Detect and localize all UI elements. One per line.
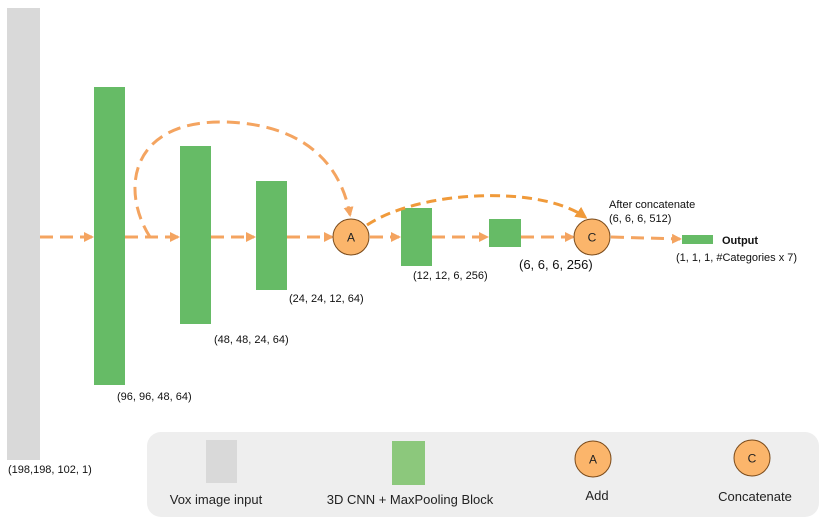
legend: Vox image input 3D CNN + MaxPooling Bloc… [147, 432, 819, 517]
legend-panel [147, 432, 819, 517]
concat-dim-label: (6, 6, 6, 512) [609, 213, 671, 225]
output-block [682, 235, 713, 244]
cnn-block-1 [94, 87, 125, 385]
cnn-block-2 [180, 146, 211, 324]
legend-label-add: Add [585, 488, 608, 503]
block5-dim-label: (6, 6, 6, 256) [519, 257, 593, 272]
input-dim-label: (198,198, 102, 1) [8, 464, 92, 476]
legend-label-concatenate: Concatenate [718, 489, 792, 504]
output-dim-label: (1, 1, 1, #Categories x 7) [676, 252, 797, 264]
output-label: Output [722, 235, 758, 247]
legend-concat-letter: C [748, 452, 757, 466]
concat-node-letter: C [588, 231, 597, 245]
legend-label-vox-input: Vox image input [170, 492, 263, 507]
block3-dim-label: (24, 24, 12, 64) [289, 293, 364, 305]
add-node-letter: A [347, 231, 355, 245]
add-node: A [332, 218, 370, 256]
legend-swatch-vox-input [206, 440, 237, 483]
cnn-block-4 [401, 208, 432, 266]
arrow-concat-to-output [610, 233, 682, 244]
legend-add-letter: A [589, 453, 597, 467]
block2-dim-label: (48, 48, 24, 64) [214, 334, 289, 346]
block4-dim-label: (12, 12, 6, 256) [413, 270, 488, 282]
skip-arrow-block1-to-add [133, 120, 354, 238]
block1-dim-label: (96, 96, 48, 64) [117, 391, 192, 403]
after-concat-label: After concatenate [609, 199, 695, 211]
legend-add-icon [574, 440, 612, 478]
concat-node: C [573, 218, 611, 256]
legend-label-cnn-block: 3D CNN + MaxPooling Block [327, 492, 494, 507]
vox-input-bar [7, 8, 40, 460]
main-flow-arrows [40, 232, 682, 244]
skip-arrow-add-to-concat [366, 194, 588, 227]
legend-swatch-cnn-block [392, 441, 425, 485]
cnn-block-5 [489, 219, 521, 247]
cnn-block-3 [256, 181, 287, 290]
legend-concat-icon [733, 439, 771, 477]
